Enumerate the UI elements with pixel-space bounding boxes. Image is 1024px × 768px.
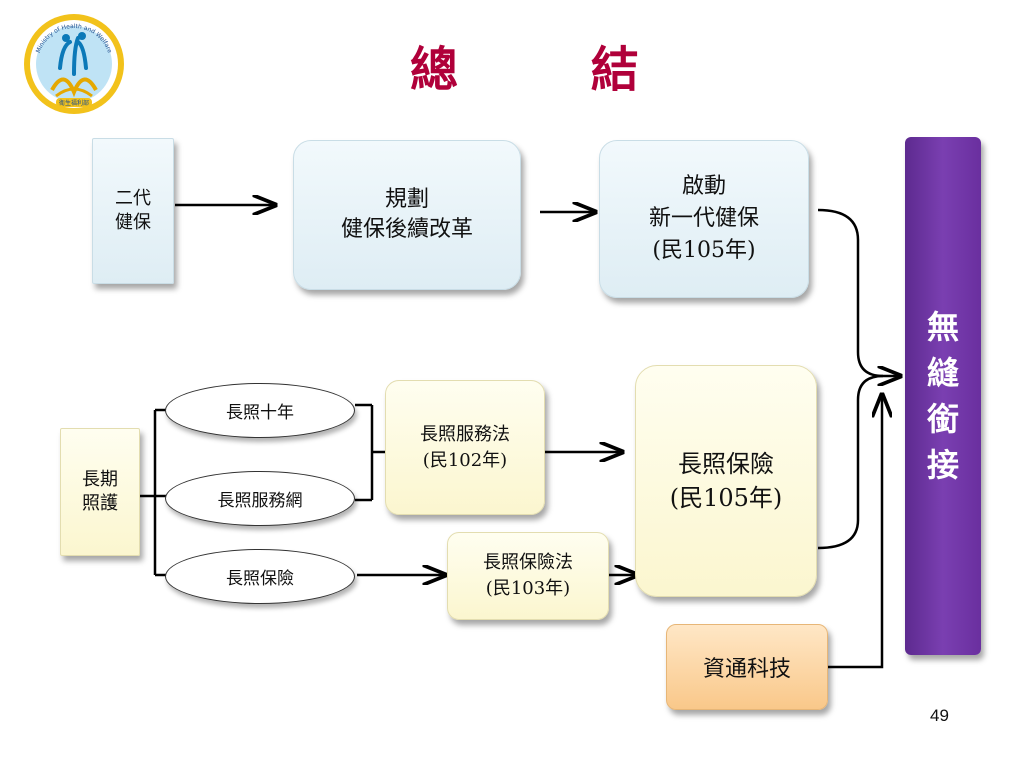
ministry-logo: Ministry of Health and Welfare 衛生福利部 (22, 12, 126, 116)
launch-line-3: (民105年) (652, 238, 756, 263)
launch-line-1: 啟動 (681, 174, 726, 199)
ltc-service-act-line-1: 長照服務法 (420, 423, 510, 445)
page-number: 49 (930, 706, 949, 725)
ltc-insurance-act-line-2: (民103年) (485, 578, 571, 599)
ltc-10yr-oval: 長照十年 (165, 383, 355, 438)
plan-line-1: 規劃 (384, 187, 429, 212)
ltc-network-oval: 長照服務網 (165, 471, 355, 526)
nhi2-line-1: 二代 (115, 188, 151, 209)
ltc-insurance-oval-label: 長照保險 (226, 569, 294, 589)
ict-box: 資通科技 (666, 624, 828, 710)
ltc-service-act-box: 長照服務法 (民102年) (385, 380, 545, 515)
ltc-insurance-box: 長照保險 (民105年) (635, 365, 817, 597)
seamless-char-1: 無 (926, 308, 959, 346)
launch-line-2: 新一代健保 (648, 206, 759, 231)
seamless-char-2: 縫 (926, 354, 959, 392)
ict-label: 資通科技 (702, 657, 791, 682)
ltc-10yr-label: 長照十年 (226, 403, 294, 423)
seamless-char-4: 接 (926, 446, 959, 484)
ltc-box: 長期 照護 (60, 428, 140, 556)
nhi2-line-2: 健保 (115, 212, 151, 233)
ltc-service-act-line-2: (民102年) (422, 449, 508, 471)
nhi2-box: 二代 健保 (92, 138, 174, 284)
plan-box: 規劃 健保後續改革 (293, 140, 521, 290)
ltc-network-label: 長照服務網 (217, 491, 303, 511)
logo-bottom-text: 衛生福利部 (59, 99, 89, 107)
seamless-bar: 無 縫 銜 接 (905, 137, 981, 655)
ltc-line-1: 長期 (82, 469, 118, 490)
page-title: 總 結 (410, 42, 697, 98)
ltc-insurance-line-2: (民105年) (669, 484, 783, 512)
launch-box: 啟動 新一代健保 (民105年) (599, 140, 809, 298)
ltc-insurance-act-line-1: 長照保險法 (483, 552, 573, 573)
plan-line-2: 健保後續改革 (340, 217, 473, 242)
ltc-insurance-oval: 長照保險 (165, 549, 355, 604)
ltc-insurance-act-box: 長照保險法 (民103年) (447, 532, 609, 620)
seamless-char-3: 銜 (926, 400, 959, 438)
ltc-line-2: 照護 (82, 493, 118, 514)
ltc-insurance-line-1: 長照保險 (678, 450, 774, 478)
